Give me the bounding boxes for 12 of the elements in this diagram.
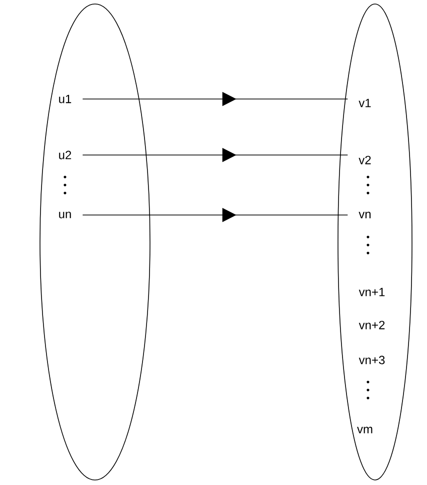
vertex-label: vn+3 xyxy=(358,356,385,364)
vertex-label: un xyxy=(59,212,71,218)
vertex-label: vm xyxy=(357,426,372,434)
vertex-label: vn+2 xyxy=(358,320,385,330)
vertex-label: u1 xyxy=(59,94,72,104)
vertex-label: vn+1 xyxy=(358,288,385,296)
vertex-label: v2 xyxy=(358,156,371,164)
vertex-label: vn xyxy=(358,212,371,218)
vertex-label: u2 xyxy=(59,150,72,160)
set-ellipse xyxy=(338,4,412,480)
set-ellipse xyxy=(40,4,150,480)
vertex-label: v1 xyxy=(358,98,371,108)
